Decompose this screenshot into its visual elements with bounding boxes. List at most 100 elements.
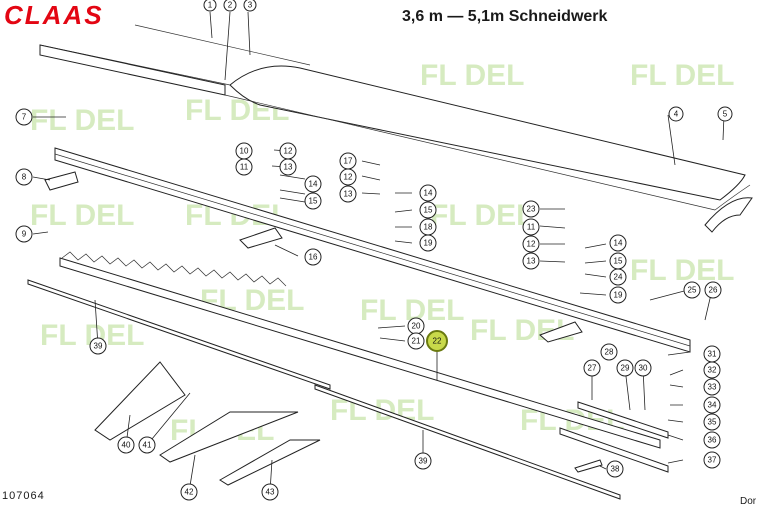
callout-27[interactable]: 27 xyxy=(583,359,601,377)
callout-36[interactable]: 36 xyxy=(703,431,721,449)
rear-strip xyxy=(39,44,226,96)
svg-text:37: 37 xyxy=(708,456,717,465)
callout-42[interactable]: 42 xyxy=(180,483,198,501)
callout-15[interactable]: 15 xyxy=(419,201,437,219)
svg-text:21: 21 xyxy=(412,337,421,346)
callout-16[interactable]: 16 xyxy=(304,248,322,266)
callout-18[interactable]: 18 xyxy=(419,218,437,236)
callout-12[interactable]: 12 xyxy=(279,142,297,160)
svg-text:1: 1 xyxy=(208,1,213,10)
callout-9[interactable]: 9 xyxy=(15,225,33,243)
svg-text:38: 38 xyxy=(611,465,620,474)
svg-text:11: 11 xyxy=(240,163,249,172)
callout-1[interactable]: 1 xyxy=(203,0,217,12)
svg-text:14: 14 xyxy=(309,180,318,189)
finger-guards xyxy=(44,171,583,486)
callout-12[interactable]: 12 xyxy=(522,235,540,253)
callout-20[interactable]: 20 xyxy=(407,317,425,335)
callout-39[interactable]: 39 xyxy=(89,337,107,355)
svg-text:2: 2 xyxy=(228,1,233,10)
callout-28[interactable]: 28 xyxy=(600,343,618,361)
svg-text:35: 35 xyxy=(708,418,717,427)
callout-12[interactable]: 12 xyxy=(339,168,357,186)
callout-19[interactable]: 19 xyxy=(419,234,437,252)
callout-19[interactable]: 19 xyxy=(609,286,627,304)
callout-13[interactable]: 13 xyxy=(522,252,540,270)
svg-text:14: 14 xyxy=(614,239,623,248)
footer-text: Dor xyxy=(740,496,757,507)
svg-text:8: 8 xyxy=(22,173,27,182)
callout-13[interactable]: 13 xyxy=(339,185,357,203)
callout-14[interactable]: 14 xyxy=(419,184,437,202)
svg-text:23: 23 xyxy=(527,205,536,214)
callout-2[interactable]: 2 xyxy=(223,0,237,12)
callout-34[interactable]: 34 xyxy=(703,396,721,414)
callout-10[interactable]: 10 xyxy=(235,142,253,160)
callout-3[interactable]: 3 xyxy=(243,0,257,12)
callout-11[interactable]: 11 xyxy=(522,218,540,236)
svg-text:13: 13 xyxy=(344,190,353,199)
svg-text:30: 30 xyxy=(639,364,648,373)
svg-text:18: 18 xyxy=(424,223,433,232)
callout-31[interactable]: 31 xyxy=(703,345,721,363)
callout-14[interactable]: 14 xyxy=(609,234,627,252)
document-number: 107064 xyxy=(2,490,45,502)
svg-text:11: 11 xyxy=(527,223,536,232)
cover-plate xyxy=(39,24,753,233)
callout-37[interactable]: 37 xyxy=(703,451,721,469)
callout-39[interactable]: 39 xyxy=(414,452,432,470)
svg-text:15: 15 xyxy=(424,206,433,215)
svg-text:36: 36 xyxy=(708,436,717,445)
callout-21[interactable]: 21 xyxy=(407,332,425,350)
callout-33[interactable]: 33 xyxy=(703,378,721,396)
callout-22[interactable]: 22 xyxy=(426,330,448,352)
svg-text:13: 13 xyxy=(284,163,293,172)
callout-15[interactable]: 15 xyxy=(304,192,322,210)
callout-15[interactable]: 15 xyxy=(609,252,627,270)
callout-17[interactable]: 17 xyxy=(339,152,357,170)
svg-text:FL DEL: FL DEL xyxy=(430,199,534,232)
callout-5[interactable]: 5 xyxy=(717,106,733,122)
svg-text:4: 4 xyxy=(674,110,679,119)
callout-25[interactable]: 25 xyxy=(683,281,701,299)
callout-13[interactable]: 13 xyxy=(279,158,297,176)
svg-text:29: 29 xyxy=(621,364,630,373)
callout-24[interactable]: 24 xyxy=(609,268,627,286)
svg-text:FL DEL: FL DEL xyxy=(30,104,134,137)
svg-text:FL DEL: FL DEL xyxy=(420,59,524,92)
callout-32[interactable]: 32 xyxy=(703,361,721,379)
svg-text:26: 26 xyxy=(709,286,718,295)
svg-text:42: 42 xyxy=(185,488,194,497)
svg-text:39: 39 xyxy=(94,342,103,351)
svg-text:7: 7 xyxy=(22,113,27,122)
callout-4[interactable]: 4 xyxy=(668,106,684,122)
callout-40[interactable]: 40 xyxy=(117,436,135,454)
long-rods xyxy=(27,279,621,500)
callout-8[interactable]: 8 xyxy=(15,168,33,186)
small-plates xyxy=(559,401,669,473)
callout-23[interactable]: 23 xyxy=(522,200,540,218)
svg-text:FL DEL: FL DEL xyxy=(630,254,734,287)
svg-text:14: 14 xyxy=(424,189,433,198)
svg-text:10: 10 xyxy=(240,147,249,156)
callout-26[interactable]: 26 xyxy=(704,281,722,299)
svg-text:13: 13 xyxy=(527,257,536,266)
callout-14[interactable]: 14 xyxy=(304,175,322,193)
part-callouts: 1 2 3 4 5 7 8 9 10 11 12 13 14 15 16 17 … xyxy=(15,0,733,501)
svg-text:15: 15 xyxy=(614,257,623,266)
svg-text:34: 34 xyxy=(708,401,717,410)
svg-text:41: 41 xyxy=(143,441,152,450)
callout-30[interactable]: 30 xyxy=(634,359,652,377)
callout-43[interactable]: 43 xyxy=(261,483,279,501)
callout-11[interactable]: 11 xyxy=(235,158,253,176)
callout-35[interactable]: 35 xyxy=(703,413,721,431)
callout-38[interactable]: 38 xyxy=(606,460,624,478)
knife-sections xyxy=(59,251,661,449)
callout-29[interactable]: 29 xyxy=(616,359,634,377)
callout-7[interactable]: 7 xyxy=(15,108,33,126)
callout-41[interactable]: 41 xyxy=(138,436,156,454)
svg-text:28: 28 xyxy=(605,348,614,357)
svg-text:12: 12 xyxy=(284,147,293,156)
